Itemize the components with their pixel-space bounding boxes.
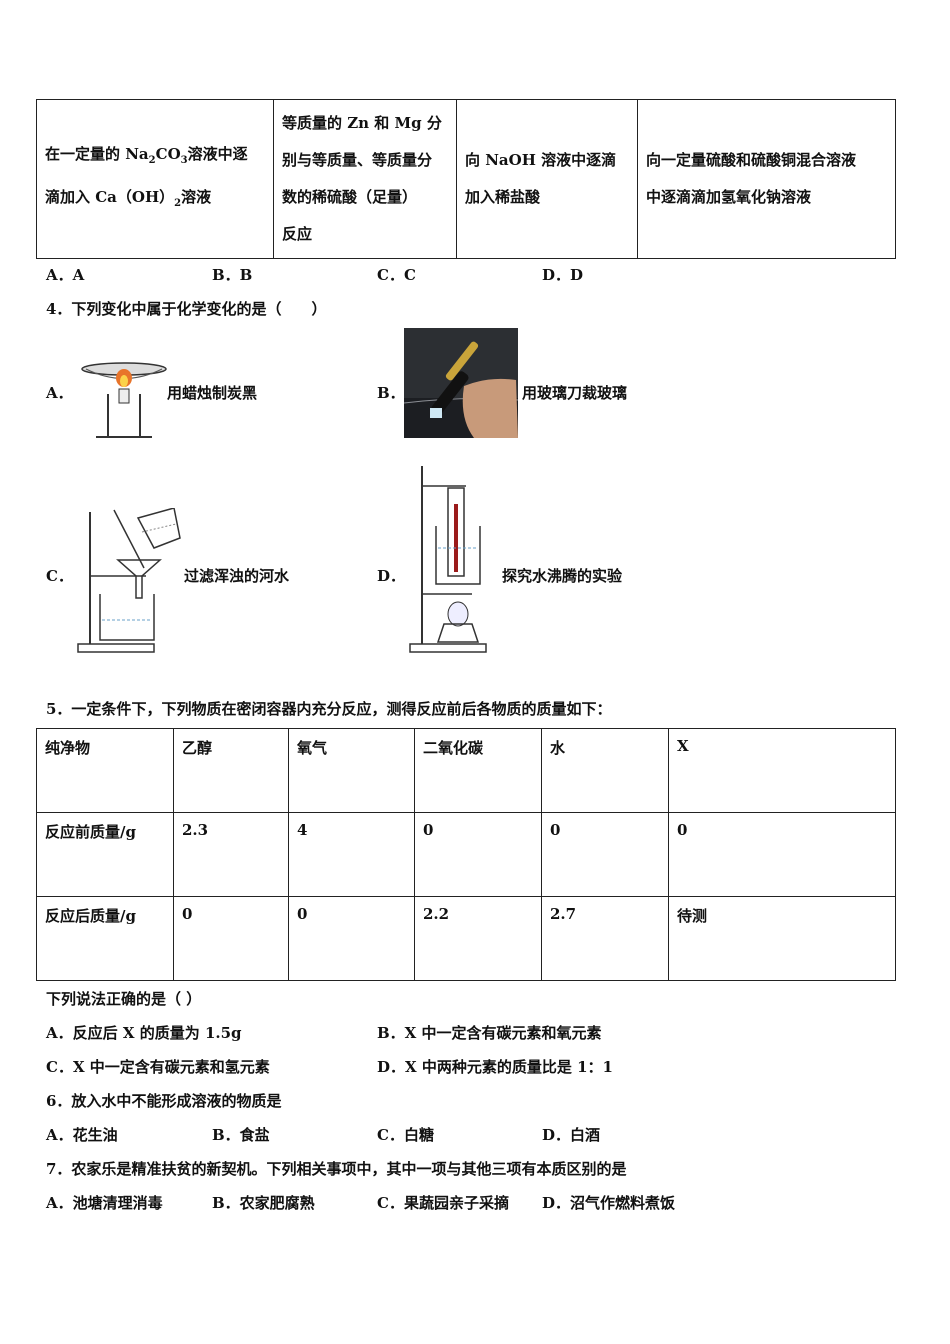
q6-option-c[interactable]: C．白糖 [377, 1126, 434, 1144]
q3-cell-b: 等质量的 Zn 和 Mg 分 别与等质量、等质量分 数的稀硫酸（足量） 反应 [273, 99, 457, 259]
table-cell: 2.3 [173, 812, 289, 897]
q6-stem: 6．放入水中不能形成溶液的物质是 [46, 1092, 282, 1110]
q3-cell-c: 向 NaOH 溶液中逐滴 加入稀盐酸 [456, 99, 638, 259]
q6-option-a[interactable]: A．花生油 [46, 1126, 118, 1144]
q5-mass-table: 纯净物 乙醇 氧气 二氧化碳 水 X 反应前质量/g 2.3 4 0 0 0 反… [36, 728, 896, 981]
q5-option-a[interactable]: A．反应后 X 的质量为 1.5g [46, 1024, 242, 1042]
q3-option-b[interactable]: B．B [212, 266, 253, 284]
q7-option-b[interactable]: B．农家肥腐熟 [212, 1194, 315, 1212]
table-header: 氧气 [288, 728, 415, 813]
table-header: 纯净物 [36, 728, 174, 813]
table-cell: 0 [288, 896, 415, 981]
filtration-apparatus-figure [77, 508, 181, 653]
candle-carbon-black-figure [81, 362, 167, 438]
table-cell: 反应后质量/g [36, 896, 174, 981]
q6-option-d[interactable]: D．白酒 [542, 1126, 601, 1144]
q4-option-c-text: 过滤浑浊的河水 [184, 567, 290, 585]
table-cell: 2.7 [541, 896, 669, 981]
q5-after-row: 反应后质量/g 0 0 2.2 2.7 待测 [36, 896, 896, 981]
table-header: X [668, 728, 896, 813]
q5-option-c[interactable]: C．X 中一定含有碳元素和氢元素 [46, 1058, 270, 1076]
table-header: 水 [541, 728, 669, 813]
table-cell: 0 [414, 812, 542, 897]
q7-option-d[interactable]: D．沼气作燃料煮饭 [542, 1194, 676, 1212]
q4-stem: 4．下列变化中属于化学变化的是（ ） [46, 300, 327, 318]
q5-stem: 5．一定条件下，下列物质在密闭容器内充分反应，测得反应前后各物质的质量如下： [46, 700, 612, 718]
q3-cell-d: 向一定量硫酸和硫酸铜混合溶液 中逐滴滴加氢氧化钠溶液 [637, 99, 896, 259]
q5-question: 下列说法正确的是（ ） [46, 990, 202, 1008]
table-cell: 0 [541, 812, 669, 897]
q7-stem: 7．农家乐是精准扶贫的新契机。下列相关事项中，其中一项与其他三项有本质区别的是 [46, 1160, 627, 1178]
table-header: 乙醇 [173, 728, 289, 813]
q5-before-row: 反应前质量/g 2.3 4 0 0 0 [36, 812, 896, 897]
table-cell: 2.2 [414, 896, 542, 981]
q4-option-c-letter[interactable]: C． [46, 567, 73, 585]
q7-option-c[interactable]: C．果蔬园亲子采摘 [377, 1194, 509, 1212]
table-cell: 4 [288, 812, 415, 897]
q5-header-row: 纯净物 乙醇 氧气 二氧化碳 水 X [36, 728, 896, 813]
q7-option-a[interactable]: A．池塘清理消毒 [46, 1194, 163, 1212]
table-cell: 0 [173, 896, 289, 981]
q3-option-c[interactable]: C．C [377, 266, 416, 284]
boiling-water-experiment-figure [409, 466, 487, 653]
q5-option-b[interactable]: B．X 中一定含有碳元素和氧元素 [377, 1024, 602, 1042]
table-cell: 待测 [668, 896, 896, 981]
q3-option-a[interactable]: A．A [46, 266, 85, 284]
q3-option-d[interactable]: D．D [542, 266, 584, 284]
q4-option-b-text: 用玻璃刀裁玻璃 [522, 384, 628, 402]
q4-option-d-text: 探究水沸腾的实验 [502, 567, 623, 585]
q5-option-d[interactable]: D．X 中两种元素的质量比是 1：1 [377, 1058, 613, 1076]
q3-table: 在一定量的 Na2CO3溶液中逐 滴加入 Ca（OH）2溶液 等质量的 Zn 和… [36, 99, 896, 259]
q4-option-b-letter[interactable]: B． [377, 384, 405, 402]
q3-cell-a: 在一定量的 Na2CO3溶液中逐 滴加入 Ca（OH）2溶液 [36, 99, 274, 259]
table-cell: 反应前质量/g [36, 812, 174, 897]
glass-cutter-photo [404, 328, 518, 438]
q4-option-a-letter[interactable]: A． [46, 384, 73, 402]
q4-option-d-letter[interactable]: D． [377, 567, 406, 585]
table-header: 二氧化碳 [414, 728, 542, 813]
q4-option-a-text: 用蜡烛制炭黑 [167, 384, 258, 402]
q6-option-b[interactable]: B．食盐 [212, 1126, 270, 1144]
table-cell: 0 [668, 812, 896, 897]
